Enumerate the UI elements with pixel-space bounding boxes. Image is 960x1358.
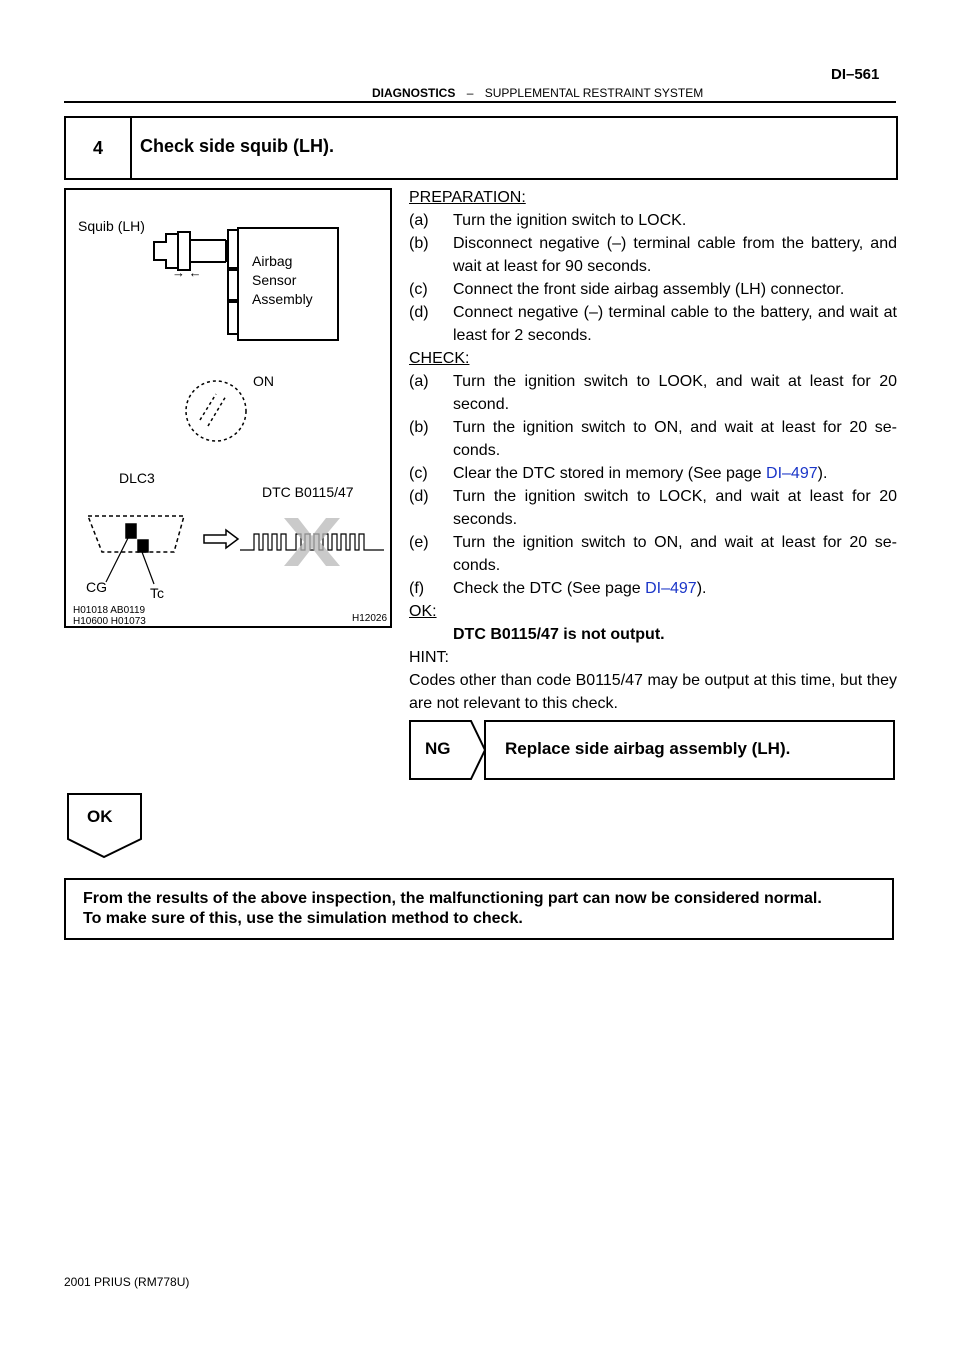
step-box: 4 Check side squib (LH). [64, 116, 898, 180]
header-separator: – [466, 86, 474, 100]
ng-action-box: NG Replace side airbag assembly (LH). [409, 720, 895, 780]
check-item-b: (b)Turn the ignition switch to ON, and w… [409, 419, 897, 459]
step-title: Check side squib (LH). [140, 136, 335, 156]
page-link-di497-2[interactable]: DI–497 [645, 580, 697, 597]
squib-label: Squib (LH) [78, 218, 145, 234]
check-item-d: (d)Turn the ignition switch to LOCK, and… [409, 488, 897, 528]
ok-flow-tab: OK [67, 793, 145, 864]
instructions: PREPARATION: (a)Turn the ignition switch… [409, 186, 897, 715]
ignition-on-label: ON [253, 373, 274, 389]
ok-heading: OK: [409, 603, 437, 620]
flow-arrow [203, 528, 240, 550]
check-item-c: (c)Clear the DTC stored in memory (See p… [409, 465, 828, 482]
result-line-2: To make sure of this, use the simulation… [83, 910, 523, 927]
invalid-cross-icon [284, 518, 340, 566]
header-subsection: SUPPLEMENTAL RESTRAINT SYSTEM [484, 86, 704, 100]
tc-terminal-label: Tc [150, 585, 164, 601]
prep-item-d: (d)Connect negative (–) terminal cable t… [409, 304, 897, 344]
ok-tab-label: OK [87, 807, 113, 826]
ng-action-text: Replace side airbag assembly (LH). [505, 739, 791, 758]
ignition-switch [185, 380, 247, 442]
dlc3-connector [86, 515, 185, 585]
dtc-waveform [240, 533, 384, 551]
airbag-sensor-assembly [227, 227, 339, 341]
ok-criteria: DTC B0115/47 is not output. [453, 626, 665, 643]
check-item-e: (e)Turn the ignition switch to ON, and w… [409, 534, 897, 574]
footer: 2001 PRIUS (RM778U) [64, 1275, 190, 1289]
ng-box-frame [409, 720, 895, 780]
page-number: DI–561 [831, 66, 880, 83]
preparation-heading: PREPARATION: [409, 189, 526, 206]
dtc-label: DTC B0115/47 [262, 484, 354, 500]
prep-item-c: (c)Connect the front side airbag assembl… [409, 281, 845, 298]
check-item-f: (f)Check the DTC (See page DI–497). [409, 580, 707, 597]
figure-drawing [86, 227, 384, 585]
connect-arrows: → ← [172, 265, 202, 280]
dlc3-label: DLC3 [119, 470, 155, 486]
ok-tab-shape [67, 793, 142, 859]
squib-connector [153, 231, 227, 271]
sensor-label: Airbag Sensor Assembly [252, 253, 313, 307]
check-item-a: (a)Turn the ignition switch to LOOK, and… [409, 373, 897, 413]
header-section: DIAGNOSTICS [372, 86, 456, 100]
result-line-1: From the results of the above inspection… [83, 890, 822, 907]
header-rule [64, 101, 896, 103]
check-heading: CHECK: [409, 350, 470, 367]
prep-item-a: (a)Turn the ignition switch to LOCK. [409, 212, 687, 229]
running-header: DIAGNOSTICS – SUPPLEMENTAL RESTRAINT SYS… [372, 86, 703, 100]
wiring-figure: Squib (LH) Airbag Sensor Assembly → ← ON… [64, 188, 392, 628]
result-box: From the results of the above inspection… [64, 878, 894, 940]
hint-text: Codes other than code B0115/47 may be ou… [409, 672, 897, 712]
step-number: 4 [66, 118, 132, 178]
figure-ref-codes: H01018 AB0119 H10600 H01073 [73, 605, 146, 627]
ng-tag: NG [425, 739, 451, 758]
page-link-di497[interactable]: DI–497 [766, 465, 818, 482]
cg-terminal-label: CG [86, 579, 107, 595]
prep-item-b: (b)Disconnect negative (–) terminal cabl… [409, 235, 897, 275]
figure-id: H12026 [352, 613, 388, 624]
hint-heading: HINT: [409, 649, 449, 666]
